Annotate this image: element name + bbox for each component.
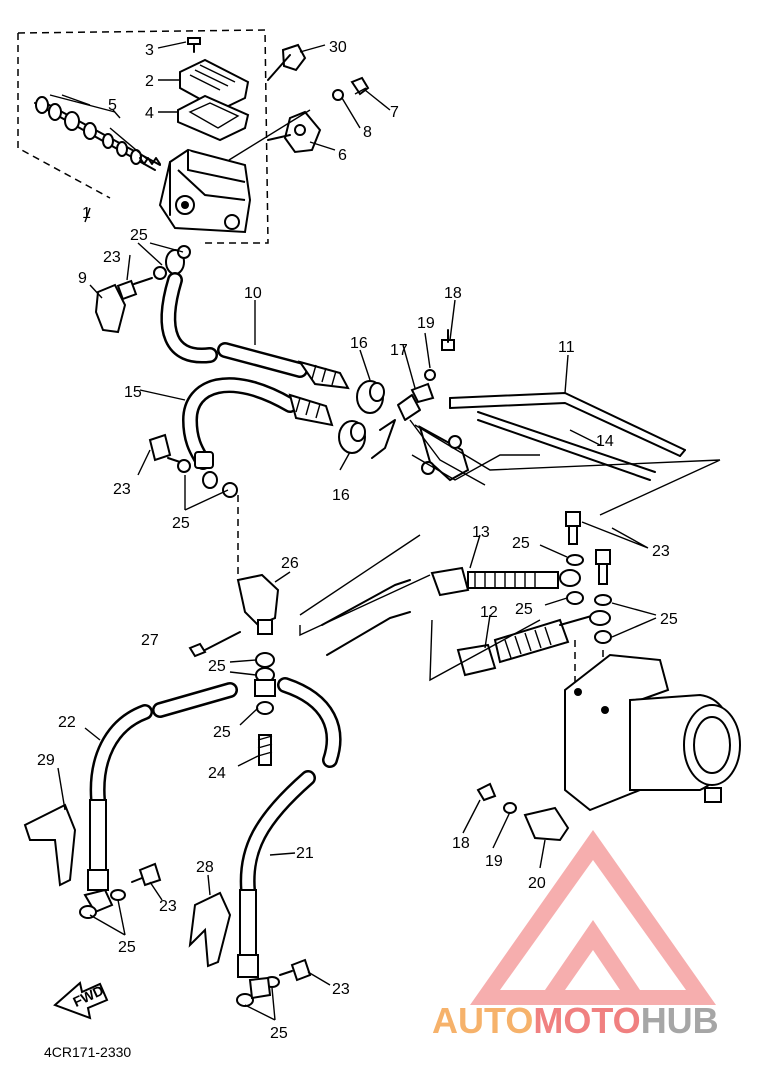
svg-text:AUTOMOTOHUB: AUTOMOTOHUB: [432, 1000, 719, 1041]
leader-lines: [57, 87, 657, 1021]
hose-clip-17: [371, 329, 455, 459]
brake-hose-21: [236, 677, 342, 1007]
forward-arrow: FWD: [53, 981, 109, 1020]
upper-banjo-fitting: [94, 242, 191, 334]
callout-4: 4: [145, 105, 154, 122]
joint-26: [188, 495, 280, 658]
grommets: [338, 380, 385, 454]
watermark-logo: AUTOMOTOHUB: [432, 830, 719, 1041]
callout-21: 21: [296, 845, 314, 862]
callout-5: 5: [108, 97, 117, 114]
brake-pipes: [409, 392, 721, 516]
callout-29: 29: [37, 752, 55, 769]
callout-23e: 23: [332, 981, 350, 998]
callout-14: 14: [596, 433, 614, 450]
diagram-code: 4CR171-2330: [44, 1044, 131, 1060]
callout-22: 22: [58, 714, 76, 731]
holder-assembly: [228, 43, 391, 161]
tee-joint: [254, 652, 276, 766]
callout-19b: 19: [485, 853, 503, 870]
callout-17: 17: [390, 342, 408, 359]
watermark-text-auto: AUTO: [432, 1000, 533, 1041]
callout-2: 2: [145, 73, 154, 90]
callout-labels: 1 2 3 4 5 6 7 8 9 10 11 12 13 14 15 16 1…: [37, 39, 678, 1042]
cap-screw: [187, 37, 201, 53]
callout-25g: 25: [213, 724, 231, 741]
callout-25b: 25: [172, 515, 190, 532]
callout-26: 26: [281, 555, 299, 572]
callout-28: 28: [196, 859, 214, 876]
callout-6: 6: [338, 147, 347, 164]
brake-hose-15: [182, 377, 334, 489]
diaphragm: [177, 94, 250, 142]
callout-1: 1: [82, 205, 91, 222]
caliper-hoses: [299, 534, 611, 682]
master-cylinder-group: [17, 29, 269, 244]
callout-8: 8: [363, 124, 372, 141]
piston-kit: [34, 94, 161, 171]
callout-20: 20: [528, 875, 546, 892]
callout-24: 24: [208, 765, 226, 782]
callout-12: 12: [480, 604, 498, 621]
callout-10: 10: [244, 285, 262, 302]
watermark-text-hub: HUB: [641, 1000, 719, 1041]
callout-16b: 16: [332, 487, 350, 504]
callout-25i: 25: [270, 1025, 288, 1042]
reservoir-cap: [179, 58, 250, 112]
watermark-text-moto: MOTO: [533, 1000, 640, 1041]
master-cylinder-body: [158, 148, 252, 234]
callout-23b: 23: [113, 481, 131, 498]
right-bolts: [565, 511, 612, 705]
callout-15: 15: [124, 384, 142, 401]
callout-16a: 16: [350, 335, 368, 352]
callout-23d: 23: [159, 898, 177, 915]
callout-13: 13: [472, 524, 490, 541]
lower-bolts: [131, 433, 312, 982]
hose-brackets: [23, 803, 232, 968]
callout-25c: 25: [512, 535, 530, 552]
callout-3: 3: [145, 42, 154, 59]
brake-hose-10: [160, 272, 350, 390]
callout-25h: 25: [118, 939, 136, 956]
callout-23c: 23: [652, 543, 670, 560]
brake-hose-22: [79, 682, 238, 919]
callout-25f: 25: [208, 658, 226, 675]
callout-11: 11: [558, 339, 575, 356]
callout-7: 7: [390, 104, 399, 121]
callout-25d: 25: [515, 601, 533, 618]
callout-30: 30: [329, 39, 347, 56]
brake-caliper: [564, 653, 741, 812]
callout-23a: 23: [103, 249, 121, 266]
callout-19a: 19: [417, 315, 435, 332]
callout-18a: 18: [444, 285, 462, 302]
callout-25e: 25: [660, 611, 678, 628]
callout-9: 9: [78, 270, 87, 287]
callout-27: 27: [141, 632, 159, 649]
callout-25a: 25: [130, 227, 148, 244]
bracket-20: [476, 782, 570, 842]
callout-18b: 18: [452, 835, 470, 852]
